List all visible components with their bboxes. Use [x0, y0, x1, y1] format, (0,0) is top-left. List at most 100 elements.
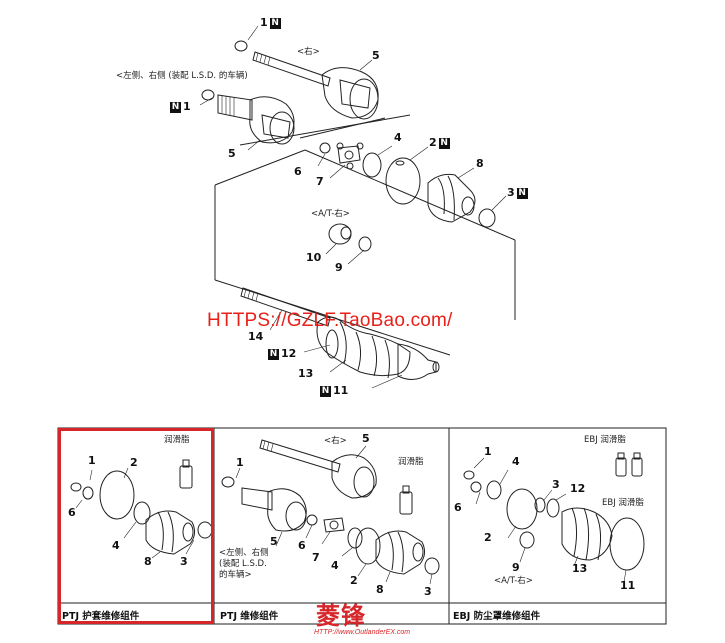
p2-band-2 — [355, 527, 381, 565]
p3-band-12 — [546, 498, 560, 518]
highlight-frame — [58, 428, 214, 624]
boot-13 — [316, 316, 411, 377]
panel-title-ptj: PTJ 维修组件 — [220, 611, 279, 622]
p1-label-3: 3 — [180, 555, 188, 568]
p3-band-2 — [506, 488, 538, 530]
p2-note-right: <右> — [324, 436, 347, 446]
note-right: <右> — [297, 47, 320, 57]
drive-shaft-14 — [240, 287, 331, 327]
p2-label-2: 2 — [350, 574, 358, 587]
panel-title-ebj-boot: EBJ 防尘罩维修组件 — [453, 611, 541, 622]
p2-label-1: 1 — [236, 456, 244, 469]
label-14: 14 — [248, 330, 264, 343]
outer-joint-11 — [397, 343, 437, 380]
p3-label-4: 4 — [512, 455, 520, 468]
p1-boot-8 — [145, 510, 196, 555]
p2-note-left-2: (装配 L.S.D. — [219, 559, 267, 569]
p1-grease-label: 润滑脂 — [164, 435, 190, 445]
p1-label-4: 4 — [112, 539, 120, 552]
p2-circlip-1 — [221, 476, 235, 488]
p1-ring-4 — [133, 501, 151, 525]
p2-note-left-1: <左侧、右侧 — [219, 548, 269, 558]
label-5-left: 5 — [228, 147, 236, 160]
circlip-1-left — [201, 89, 215, 101]
p3-label-1: 1 — [484, 445, 492, 458]
p2-label-5-top: 5 — [362, 432, 370, 445]
p2-joint-left — [241, 487, 273, 511]
p2-ring-6 — [306, 514, 318, 526]
p3-grease-a — [615, 457, 627, 477]
boot-band-3 — [478, 208, 496, 228]
label-13: 13 — [298, 367, 314, 380]
label-9: 9 — [335, 261, 343, 274]
p3-note-at-right: <A/T-右> — [494, 576, 533, 586]
label-6: 6 — [294, 165, 302, 178]
p2-boot-8 — [375, 530, 426, 575]
p2-label-6: 6 — [298, 539, 306, 552]
p3-band-11 — [609, 517, 645, 571]
label-10: 10 — [306, 251, 322, 264]
p1-ring-6 — [82, 486, 94, 500]
p2-grease-tube — [399, 491, 413, 515]
boot-band-2 — [385, 157, 421, 205]
note-left-right: <左侧、右侧 (装配 L.S.D. 的车辆) — [116, 71, 248, 81]
p3-clip-9 — [519, 531, 535, 549]
note-at-right: <A/T-右> — [311, 209, 350, 219]
tripod-7 — [337, 145, 361, 164]
label-7: 7 — [316, 175, 324, 188]
p3-ring-3 — [534, 497, 546, 513]
p2-tripod-7 — [323, 517, 345, 533]
p3-label-11: 11 — [620, 579, 636, 592]
band-12 — [325, 329, 339, 359]
p3-circlip-1 — [463, 470, 475, 480]
p3-label-9: 9 — [512, 561, 520, 574]
p1-band-2 — [99, 470, 135, 520]
p1-label-1: 1 — [88, 454, 96, 467]
p3-label-3: 3 — [552, 478, 560, 491]
label-8: 8 — [476, 157, 484, 170]
shaft-right — [252, 51, 331, 87]
joint-housing-left — [217, 94, 253, 121]
p3-label-6: 6 — [454, 501, 462, 514]
p2-label-7: 7 — [312, 551, 320, 564]
p3-grease-a: EBJ 润滑脂 — [584, 435, 626, 445]
brand-logo: 菱锋 — [316, 602, 366, 630]
p3-ring-4 — [486, 480, 502, 500]
boot-8 — [427, 173, 476, 223]
p1-label-2: 2 — [130, 456, 138, 469]
label-5-right: 5 — [372, 49, 380, 62]
p2-label-5: 5 — [270, 535, 278, 548]
p3-label-12: 12 — [570, 482, 586, 495]
p3-grease-b — [631, 457, 643, 477]
circlip-1-top — [234, 40, 248, 52]
p1-circlip-1 — [70, 482, 82, 492]
p2-label-3: 3 — [424, 585, 432, 598]
p2-label-4: 4 — [331, 559, 339, 572]
circlip-6 — [319, 142, 331, 154]
label-4: 4 — [394, 131, 402, 144]
clip-9 — [358, 236, 372, 252]
p2-label-8: 8 — [376, 583, 384, 596]
snap-ring-4 — [362, 152, 382, 178]
p2-band-3 — [424, 557, 440, 575]
p2-ring-4 — [347, 527, 363, 549]
p2-note-left-3: 的车辆> — [219, 570, 252, 580]
p3-label-13: 13 — [572, 562, 588, 575]
p1-label-6: 6 — [68, 506, 76, 519]
p1-grease-tube — [179, 465, 193, 489]
p3-grease-b: EBJ 润滑脂 — [602, 498, 644, 508]
p2-grease-label: 润滑脂 — [398, 457, 424, 467]
p1-label-8: 8 — [144, 555, 152, 568]
p2-joint-right — [331, 454, 377, 499]
panel-title-ptj-boot: PTJ 护套维修组件 — [62, 611, 140, 622]
p2-shaft — [259, 439, 341, 473]
watermark-url: HTTPS://GZLF.TaoBao.com/ — [207, 310, 453, 331]
brand-url: HTTP://www.OutlanderEX.com — [314, 629, 411, 636]
